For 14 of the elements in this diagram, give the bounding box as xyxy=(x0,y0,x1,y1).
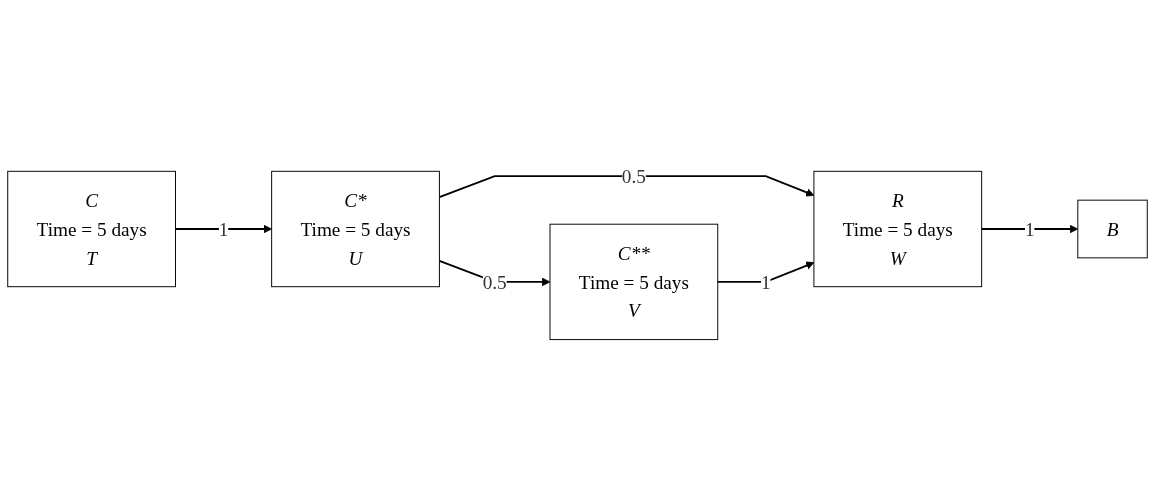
edge-label: 0.5 xyxy=(482,271,507,293)
node-box: C** Time = 5 days V xyxy=(549,224,719,341)
edge-label: 1 xyxy=(761,271,771,293)
arrow xyxy=(980,225,1079,234)
node-box: B xyxy=(1077,200,1148,259)
arrow xyxy=(716,261,815,284)
arrow xyxy=(174,225,273,234)
arrow xyxy=(438,175,815,199)
edge-label: 0.5 xyxy=(621,165,646,188)
node-box: C Time = 5 days T xyxy=(7,171,176,288)
edge-label: 1 xyxy=(218,218,229,240)
edge-label: 1 xyxy=(1024,218,1035,240)
node-box: C* Time = 5 days U xyxy=(271,171,440,288)
node-box: R Time = 5 days W xyxy=(813,171,983,288)
